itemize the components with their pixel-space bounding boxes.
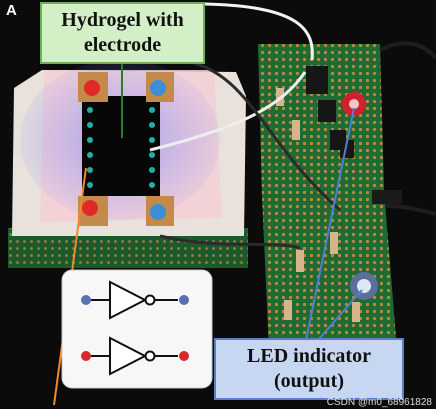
red-electrode [82,200,98,216]
blue-pointer-lower [317,289,363,341]
led-callout-line2: (output) [273,370,344,392]
electrodes [78,72,174,226]
panel-label: A [6,2,17,19]
watermark: CSDN @m0_68961828 [326,397,432,408]
blue-electrode [150,80,166,96]
inverter-gate-icon [81,336,189,376]
teal-leds [87,107,155,188]
hydrogel-callout: Hydrogel with electrode [40,2,205,64]
circuit-components [276,66,378,322]
red-electrode [84,80,100,96]
hydrogel-callout-line1: Hydrogel with [61,9,184,31]
blue-pointer-upper [305,107,355,341]
led-callout: LED indicator (output) [214,338,404,400]
inverter-gate-icon [81,280,189,320]
led-callout-line1: LED indicator [247,345,371,367]
logic-card [61,269,213,389]
hydrogel-callout-line2: electrode [83,34,162,56]
blue-electrode [150,204,166,220]
right-board-bottom [262,190,398,372]
wires [149,2,436,250]
